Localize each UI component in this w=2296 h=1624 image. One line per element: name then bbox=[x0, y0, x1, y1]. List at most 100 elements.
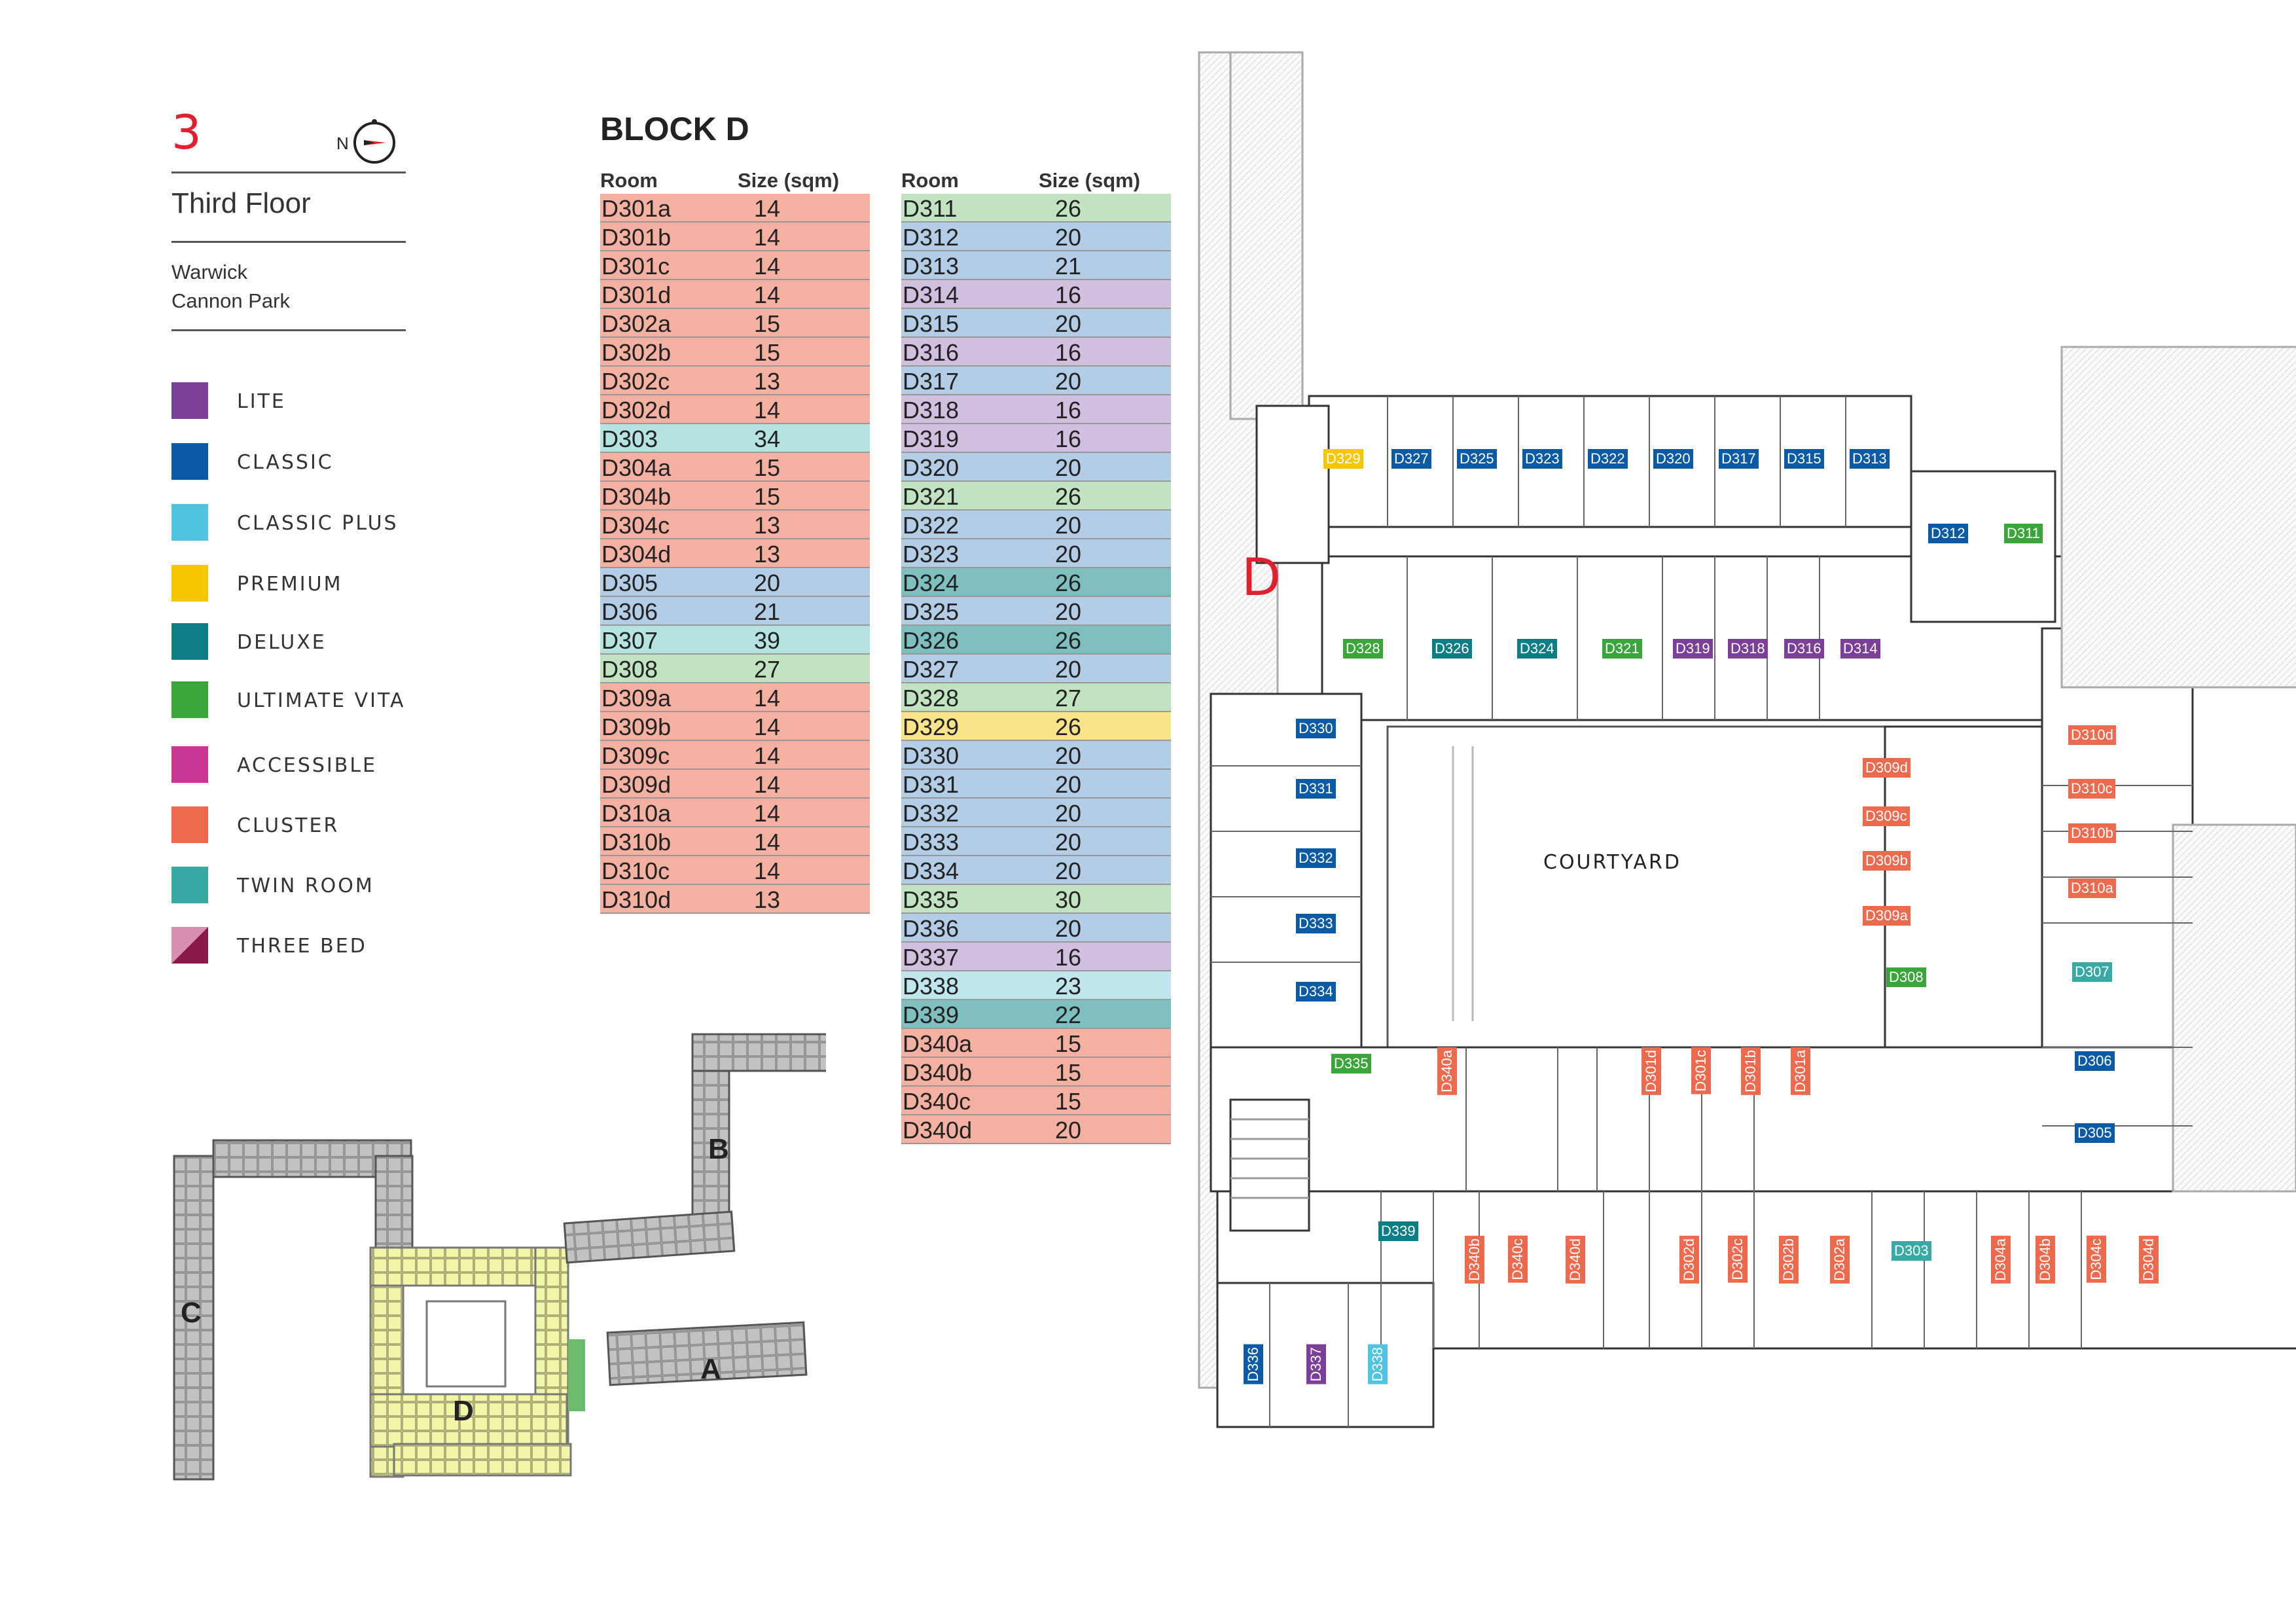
room-tag: D318 bbox=[1728, 639, 1768, 659]
site-label-a: A bbox=[700, 1353, 721, 1385]
room-cell: D310d bbox=[601, 886, 672, 913]
room-tag: D340a bbox=[1437, 1047, 1457, 1095]
north-compass-icon: N bbox=[336, 119, 395, 164]
room-tag: D301a bbox=[1791, 1047, 1810, 1095]
room-tag: D327 bbox=[1391, 449, 1431, 469]
table-row: D327 20 bbox=[901, 655, 1171, 683]
courtyard-label: COURTYARD bbox=[1543, 851, 1681, 874]
legend-label: ACCESSIBLE bbox=[237, 754, 378, 777]
size-cell: 16 bbox=[1054, 425, 1082, 452]
room-cell: D309b bbox=[601, 713, 672, 740]
room-cell: D304a bbox=[601, 454, 672, 481]
room-cell: D314 bbox=[903, 281, 960, 308]
room-cell: D327 bbox=[903, 656, 960, 683]
room-cell: D324 bbox=[903, 569, 960, 596]
room-tag: D302d bbox=[1679, 1236, 1699, 1284]
table-row: D310d 13 bbox=[600, 885, 870, 914]
room-cell: D302c bbox=[601, 368, 670, 395]
room-tag: D340b bbox=[1465, 1236, 1484, 1284]
size-cell: 20 bbox=[1054, 829, 1082, 856]
header-rule-3 bbox=[171, 329, 406, 331]
size-cell: 13 bbox=[753, 368, 781, 395]
size-cell: 26 bbox=[1054, 569, 1082, 596]
size-cell: 16 bbox=[1054, 397, 1082, 424]
size-cell: 14 bbox=[753, 771, 781, 798]
room-cell: D328 bbox=[903, 685, 960, 712]
size-cell: 20 bbox=[1054, 857, 1082, 884]
legend-swatch bbox=[171, 623, 208, 660]
size-cell: 20 bbox=[1054, 224, 1082, 251]
floorplan-block-letter: D bbox=[1242, 549, 1282, 607]
room-tag: D310b bbox=[2068, 823, 2116, 843]
room-cell: D307 bbox=[601, 627, 658, 654]
room-tag: D304d bbox=[2139, 1236, 2159, 1284]
table-row: D312 20 bbox=[901, 223, 1171, 251]
size-cell: 20 bbox=[1054, 541, 1082, 568]
table-row: D301b 14 bbox=[600, 223, 870, 251]
room-cell: D309a bbox=[601, 685, 672, 712]
size-cell: 21 bbox=[1054, 253, 1082, 280]
size-cell: 20 bbox=[1054, 512, 1082, 539]
room-tag: D323 bbox=[1522, 449, 1562, 469]
room-cell: D303 bbox=[601, 425, 658, 452]
size-cell: 27 bbox=[1054, 685, 1082, 712]
size-cell: 15 bbox=[1054, 1059, 1082, 1086]
room-cell: D301c bbox=[601, 253, 670, 280]
size-cell: 14 bbox=[753, 713, 781, 740]
size-cell: 15 bbox=[753, 483, 781, 510]
room-column-header: Room bbox=[600, 169, 658, 192]
room-cell: D325 bbox=[903, 598, 960, 625]
room-cell: D323 bbox=[903, 541, 960, 568]
room-cell: D302d bbox=[601, 397, 672, 424]
room-tag: D340c bbox=[1508, 1236, 1528, 1283]
site-label-c: C bbox=[181, 1297, 202, 1329]
room-cell: D312 bbox=[903, 224, 960, 251]
size-cell: 20 bbox=[1054, 656, 1082, 683]
size-cell: 14 bbox=[753, 857, 781, 884]
room-tag: D309c bbox=[1863, 806, 1910, 826]
size-cell: 22 bbox=[1054, 1001, 1082, 1028]
room-tag: D302c bbox=[1728, 1236, 1748, 1283]
room-cell: D331 bbox=[903, 771, 960, 798]
size-cell: 13 bbox=[753, 512, 781, 539]
block-title: BLOCK D bbox=[600, 111, 749, 147]
room-cell: D301b bbox=[601, 224, 672, 251]
size-cell: 14 bbox=[753, 224, 781, 251]
room-cell: D316 bbox=[903, 339, 960, 366]
room-cell: D337 bbox=[903, 944, 960, 971]
room-tag: D301c bbox=[1691, 1047, 1711, 1094]
table-row: D302c 13 bbox=[600, 367, 870, 395]
room-cell: D336 bbox=[903, 915, 960, 942]
size-cell: 13 bbox=[753, 886, 781, 913]
size-cell: 26 bbox=[1054, 483, 1082, 510]
room-tag: D310d bbox=[2068, 725, 2116, 745]
size-cell: 14 bbox=[753, 829, 781, 856]
room-tag: D310a bbox=[2068, 878, 2116, 898]
legend-item: PREMIUM bbox=[171, 565, 433, 602]
room-tag: D326 bbox=[1432, 639, 1472, 659]
room-tag: D306 bbox=[2075, 1051, 2115, 1071]
legend-label: THREE BED bbox=[237, 935, 367, 958]
room-tag: D325 bbox=[1457, 449, 1497, 469]
room-tag: D319 bbox=[1673, 639, 1713, 659]
